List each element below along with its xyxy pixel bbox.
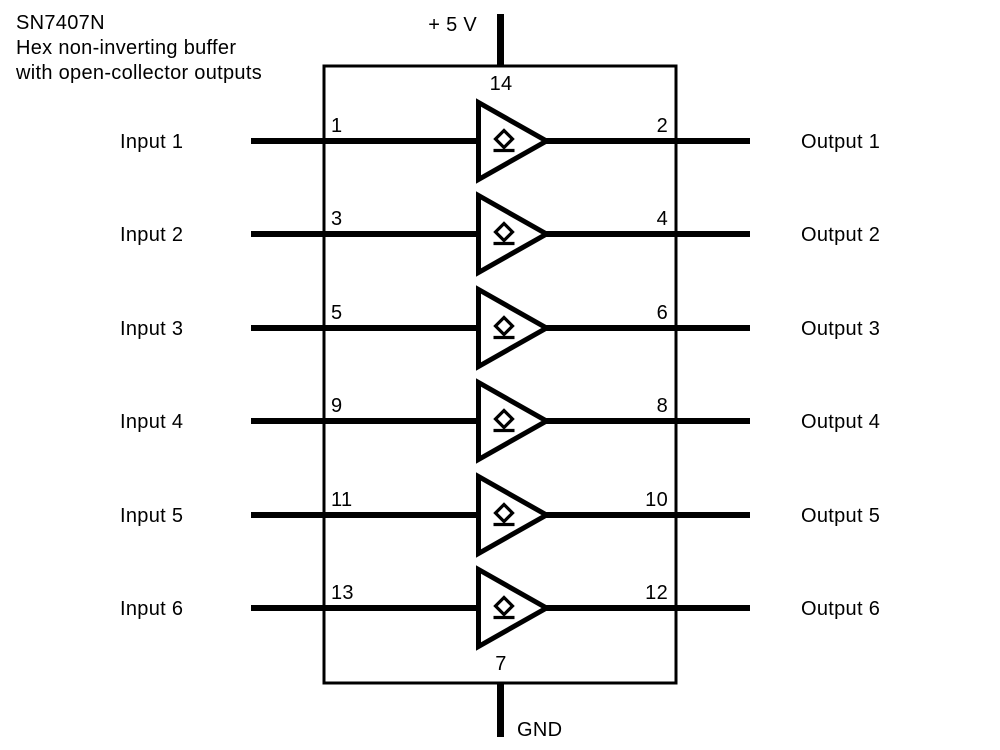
input-label: Input 5 <box>120 505 183 527</box>
input-label: Input 6 <box>120 598 183 620</box>
open-collector-diamond-icon <box>493 408 515 430</box>
open-collector-diamond-icon <box>493 502 515 524</box>
input-pin-number: 9 <box>331 395 342 417</box>
output-label: Output 4 <box>801 411 880 433</box>
output-label: Output 3 <box>801 318 880 340</box>
output-pin-number: 12 <box>645 582 668 604</box>
title-line-3: with open-collector outputs <box>15 62 262 84</box>
output-pin-number: 4 <box>657 208 668 230</box>
input-pin-number: 3 <box>331 208 342 230</box>
ground-pin-number: 7 <box>495 653 506 675</box>
power-supply-label: + 5 V <box>428 14 477 36</box>
input-label: Input 1 <box>120 131 183 153</box>
title-line-2: Hex non-inverting buffer <box>16 37 236 59</box>
title-block: SN7407N Hex non-inverting buffer with op… <box>15 12 262 84</box>
output-label: Output 1 <box>801 131 880 153</box>
title-line-1: SN7407N <box>16 12 105 34</box>
output-pin-number: 8 <box>657 395 668 417</box>
input-label: Input 4 <box>120 411 183 433</box>
output-label: Output 6 <box>801 598 880 620</box>
output-pin-number: 2 <box>657 115 668 137</box>
input-pin-number: 13 <box>331 582 354 604</box>
input-label: Input 2 <box>120 224 183 246</box>
power-pin-number: 14 <box>490 73 513 95</box>
open-collector-diamond-icon <box>493 315 515 337</box>
open-collector-diamond-icon <box>493 221 515 243</box>
input-label: Input 3 <box>120 318 183 340</box>
output-label: Output 5 <box>801 505 880 527</box>
input-pin-number: 5 <box>331 302 342 324</box>
ground-label: GND <box>517 719 562 741</box>
output-label: Output 2 <box>801 224 880 246</box>
output-pin-number: 10 <box>645 489 668 511</box>
output-pin-number: 6 <box>657 302 668 324</box>
input-pin-number: 1 <box>331 115 342 137</box>
open-collector-diamond-icon <box>493 128 515 150</box>
input-pin-number: 11 <box>331 489 352 511</box>
open-collector-diamond-icon <box>493 595 515 617</box>
